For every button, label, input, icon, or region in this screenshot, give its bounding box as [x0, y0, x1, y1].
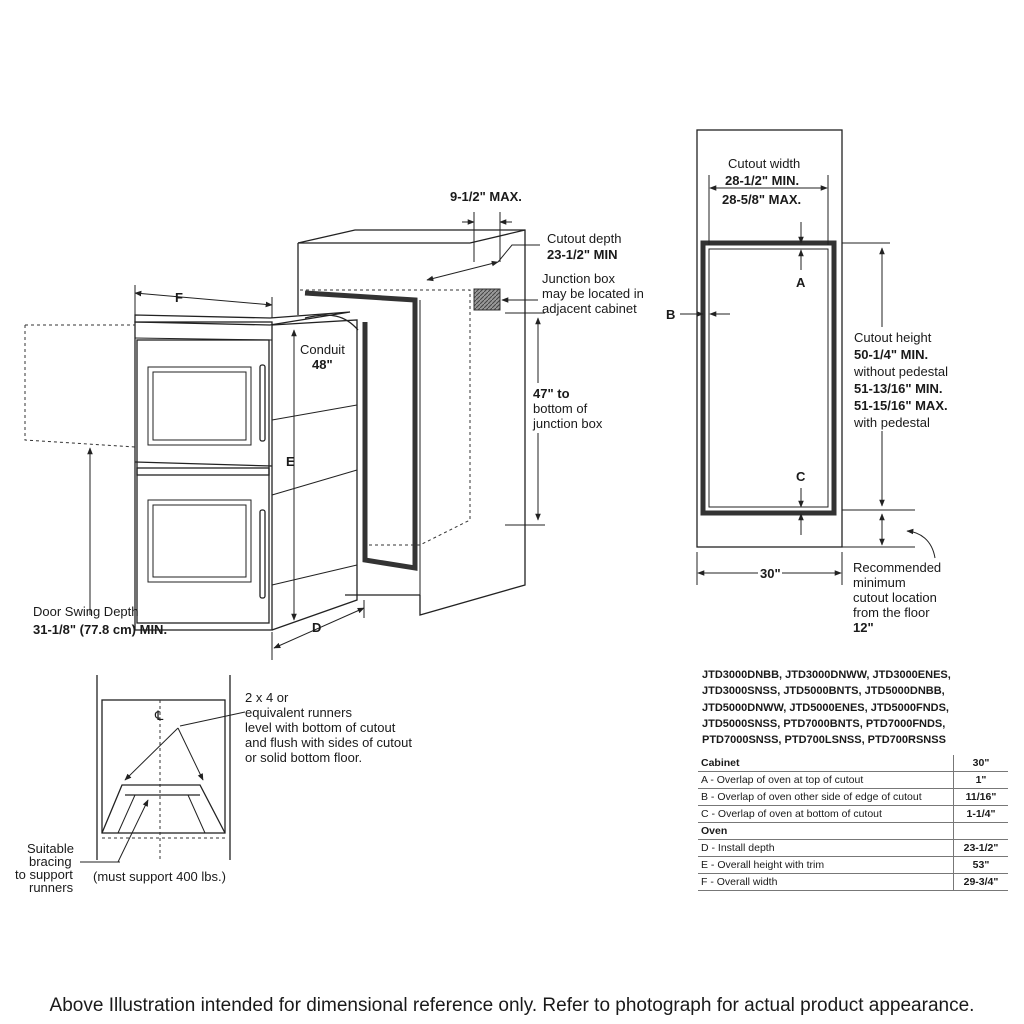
conduit-label-2: 48": [312, 357, 333, 372]
runner-label-1: 2 x 4 or: [245, 690, 289, 705]
row-f-label: F - Overall width: [698, 873, 954, 891]
dim-f-label: F: [175, 290, 183, 305]
cutout-height-title: Cutout height: [854, 330, 932, 345]
table-row: A - Overlap of oven at top of cutout 1": [698, 771, 1008, 789]
without-pedestal-label: without pedestal: [853, 364, 948, 379]
model-line: JTD3000SNSS, JTD5000BNTS, JTD5000DNBB,: [702, 685, 945, 698]
cutout-width-title: Cutout width: [728, 156, 800, 171]
cutout-frame-front: [700, 240, 837, 516]
height47-label-1: 47" to: [533, 386, 570, 401]
cabinet-width-label: 30": [760, 566, 781, 581]
conduit-line: [304, 314, 359, 331]
row-e-value: 53": [953, 856, 1008, 874]
cutout-height-min-pedestal: 51-13/16" MIN.: [854, 381, 943, 396]
junction-label-2: may be located in: [542, 286, 644, 301]
cabinet-value: 30": [953, 755, 1008, 772]
height47-label-2: bottom of: [533, 401, 588, 416]
oven-header-blank: [953, 822, 1008, 840]
cutout-height-min-nopedestal: 50-1/4" MIN.: [854, 347, 928, 362]
row-e-label: E - Overall height with trim: [698, 856, 954, 874]
runner-label-5: or solid bottom floor.: [245, 750, 362, 765]
model-line: PTD7000SNSS, PTD700LSNSS, PTD700RSNSS: [702, 734, 946, 747]
cutout-width-max: 28-5/8" MAX.: [722, 192, 801, 207]
table-row: B - Overlap of oven other side of edge o…: [698, 788, 1008, 806]
dim-e-label: E: [286, 454, 295, 469]
table-row: F - Overall width 29-3/4": [698, 873, 1008, 891]
row-a-label: A - Overlap of oven at top of cutout: [698, 771, 954, 789]
row-b-label: B - Overlap of oven other side of edge o…: [698, 788, 954, 806]
rec-label-2: minimum: [853, 575, 906, 590]
row-c-label: C - Overlap of oven at bottom of cutout: [698, 805, 954, 823]
rec-label-1: Recommended: [853, 560, 941, 575]
with-pedestal-label: with pedestal: [853, 415, 930, 430]
cutout-depth-title: Cutout depth: [547, 231, 621, 246]
door-swing-label-1: Door Swing Depth: [33, 604, 139, 619]
model-line: JTD5000DNWW, JTD5000ENES, JTD5000FNDS,: [702, 701, 949, 714]
centerline-symbol: ℄: [154, 708, 164, 723]
support-note: (must support 400 lbs.): [93, 869, 226, 884]
cutout-depth-value: 23-1/2" MIN: [547, 247, 617, 262]
support-runner-view: ℄ 2 x 4 or equivalent runners level with…: [15, 675, 412, 895]
rec-label-4: from the floor: [853, 605, 930, 620]
cutout-height-max-pedestal: 51-15/16" MAX.: [854, 398, 948, 413]
overlap-a-label: A: [796, 275, 806, 290]
model-line: JTD3000DNBB, JTD3000DNWW, JTD3000ENES,: [702, 669, 951, 681]
table-row: E - Overall height with trim 53": [698, 856, 1008, 874]
row-d-label: D - Install depth: [698, 839, 954, 857]
cabinet-header: Cabinet: [698, 755, 954, 772]
overlap-c-label: C: [796, 469, 806, 484]
spec-table: Cabinet 30" A - Overlap of oven at top o…: [698, 755, 1008, 891]
runner-label-2: equivalent runners: [245, 705, 352, 720]
double-oven: [134, 311, 358, 631]
table-row: D - Install depth 23-1/2": [698, 839, 1008, 857]
junction-box: [473, 288, 501, 311]
model-line: JTD5000SNSS, PTD7000BNTS, PTD7000FNDS,: [702, 717, 946, 730]
row-a-value: 1": [953, 771, 1008, 789]
table-row: C - Overlap of oven at bottom of cutout …: [698, 805, 1008, 823]
rec-value: 12": [853, 620, 874, 635]
disclaimer-footer: Above Illustration intended for dimensio…: [49, 995, 975, 1016]
overlap-b-label: B: [666, 307, 675, 322]
cutout-width-min: 28-1/2" MIN.: [725, 173, 799, 188]
bracing-label-4: runners: [29, 880, 74, 895]
cutout-frame-iso: [304, 290, 418, 571]
front-cutout-view: Cutout width 28-1/2" MIN. 28-5/8" MAX. A…: [666, 129, 970, 635]
table-row: Cabinet 30": [698, 755, 1008, 772]
door-swing-label-2: 31-1/8" (77.8 cm) MIN.: [33, 622, 167, 637]
isometric-view: F E D 9-1/2" MAX. Cutout depth 23-1/2" M…: [24, 189, 644, 660]
row-f-value: 29-3/4": [953, 873, 1008, 891]
junction-label-1: Junction box: [542, 271, 615, 286]
table-row: Oven: [698, 822, 1008, 840]
runner-label-4: and flush with sides of cutout: [245, 735, 412, 750]
cabinet-outline: [297, 229, 526, 616]
row-b-value: 11/16": [953, 788, 1008, 806]
height47-label-3: junction box: [532, 416, 603, 431]
row-c-value: 1-1/4": [953, 805, 1008, 823]
bracing-label-2: bracing: [29, 854, 72, 869]
runner-label-3: level with bottom of cutout: [245, 720, 396, 735]
oven-header: Oven: [698, 822, 954, 840]
junction-label-3: adjacent cabinet: [542, 301, 637, 316]
row-d-value: 23-1/2": [953, 839, 1008, 857]
model-list: JTD3000DNBB, JTD3000DNWW, JTD3000ENES, J…: [702, 667, 1002, 748]
max-depth-label: 9-1/2" MAX.: [450, 189, 522, 204]
conduit-label-1: Conduit: [300, 342, 345, 357]
bracing-label-3: to support: [15, 867, 73, 882]
rec-label-3: cutout location: [853, 590, 937, 605]
bracing-label-1: Suitable: [27, 841, 74, 856]
dim-d-label: D: [312, 620, 321, 635]
